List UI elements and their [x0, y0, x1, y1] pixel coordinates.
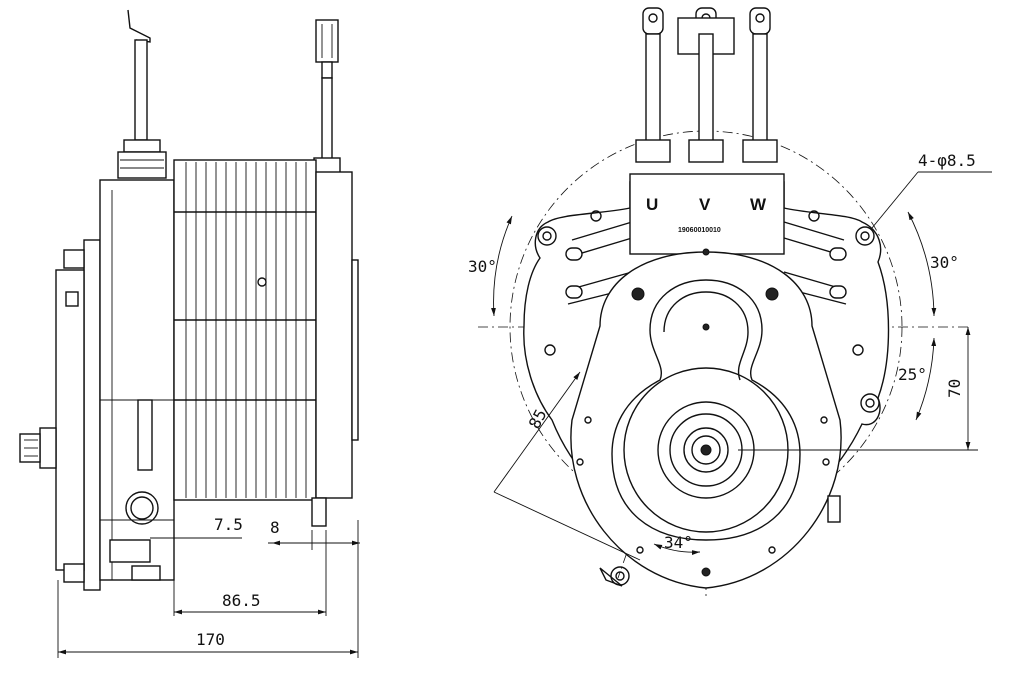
side-cable-left	[117, 9, 167, 179]
phase-u-label: U	[646, 195, 658, 214]
front-output-shaft	[700, 444, 712, 456]
side-fins	[185, 162, 307, 498]
front-inner-recess	[611, 279, 801, 541]
front-terminal-box	[629, 173, 785, 255]
side-end-cap	[315, 171, 353, 499]
front-phase-cables	[635, 7, 778, 163]
side-shaft-end	[125, 491, 159, 525]
dim-8-label: 8	[270, 518, 280, 537]
dim-30-left-label: 30°	[468, 257, 497, 276]
side-left-flange	[83, 239, 101, 591]
front-gearbox-cover	[570, 251, 842, 589]
dim-170-label: 170	[196, 630, 225, 649]
dim-34-label: 34°	[664, 533, 693, 552]
front-mount-hole-bl	[610, 566, 630, 586]
front-dimensions: 4-φ8.5 30° 30° 25° 70 85 34°	[468, 151, 992, 561]
dim-7-5-label: 7.5	[214, 515, 243, 534]
serial-number-label: 19060010010	[678, 227, 721, 234]
front-view: U V W 19060010010	[478, 7, 970, 600]
side-cable-right	[313, 19, 341, 177]
phase-w-label: W	[750, 195, 767, 214]
dim-25-label: 25°	[898, 365, 927, 384]
front-mount-hole-tr	[855, 226, 875, 246]
side-motor-housing	[173, 159, 317, 501]
dim-70-label: 70	[945, 379, 964, 398]
dim-86-5-label: 86.5	[222, 591, 261, 610]
front-side-ribs	[565, 221, 847, 305]
dim-30-right-label: 30°	[930, 253, 959, 272]
dim-holes-label: 4-φ8.5	[918, 151, 976, 170]
side-view	[19, 9, 359, 591]
phase-v-label: V	[699, 195, 711, 214]
side-dimensions: 7.5 8 86.5 170	[57, 515, 360, 658]
